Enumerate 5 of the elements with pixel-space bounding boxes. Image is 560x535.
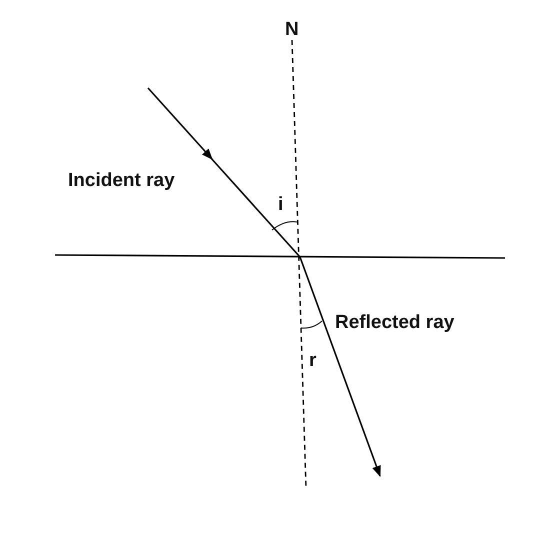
angle-label: r bbox=[309, 351, 316, 370]
normal-label: N bbox=[285, 20, 299, 39]
ray-label: Incident ray bbox=[68, 171, 175, 190]
angle-label: i bbox=[278, 195, 284, 214]
ray-label: Reflected ray bbox=[335, 313, 454, 332]
